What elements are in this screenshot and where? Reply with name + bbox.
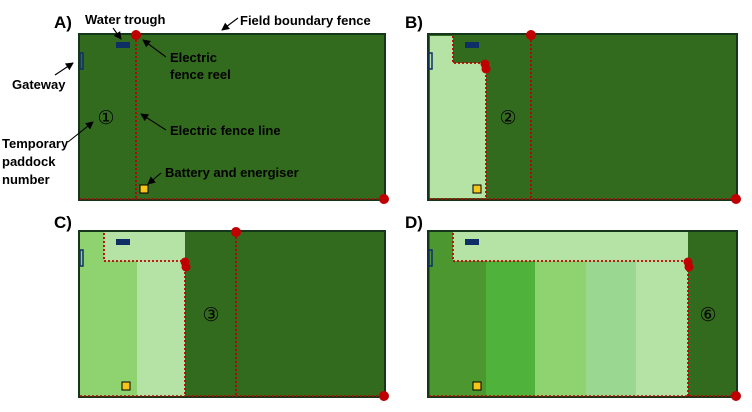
back-fence-c bbox=[103, 233, 186, 396]
water-trough-a bbox=[116, 42, 130, 48]
panel-a: A) ① Water trough Field boundary fence E… bbox=[2, 12, 389, 204]
fence-reel-a bbox=[131, 30, 141, 40]
gateway-c bbox=[79, 249, 84, 267]
water-trough-label: Water trough bbox=[85, 12, 165, 27]
electric-fence-reel-label-line2: fence reel bbox=[170, 67, 231, 82]
battery-energiser-label: Battery and energiser bbox=[165, 165, 299, 180]
paddock-number-c: ③ bbox=[202, 304, 219, 326]
corner-post-b bbox=[731, 194, 741, 204]
regrowth-strip-d-3 bbox=[535, 261, 586, 396]
corner-post-d bbox=[731, 391, 741, 401]
paddock-number-a: ① bbox=[97, 107, 114, 129]
gateway-d bbox=[428, 249, 433, 267]
battery-energiser-c bbox=[121, 381, 131, 391]
electric-fence-line-arrow bbox=[140, 113, 167, 131]
gateway-a bbox=[79, 52, 84, 70]
regrowth-strip-d-4 bbox=[586, 261, 636, 396]
water-trough-b bbox=[465, 42, 479, 48]
battery-energiser-d bbox=[472, 381, 482, 391]
regrowth-strip-d-2 bbox=[486, 261, 535, 396]
paddock-number-d: ⑥ bbox=[699, 304, 716, 326]
temporary-paddock-arrow bbox=[67, 121, 94, 143]
panel-c: C) ③ bbox=[54, 213, 389, 401]
fence-reel-b bbox=[526, 30, 536, 40]
gateway-b bbox=[428, 52, 433, 70]
water-trough-d bbox=[465, 239, 479, 245]
electric-fence-reel-label-line1: Electric bbox=[170, 50, 217, 65]
electric-fence-reel-arrow bbox=[142, 39, 167, 58]
electric-fence-line-label: Electric fence line bbox=[170, 123, 281, 138]
grazed-area-b bbox=[430, 36, 486, 198]
temporary-paddock-label-line1: Temporary bbox=[2, 136, 69, 151]
temporary-paddock-label-line3: number bbox=[2, 172, 50, 187]
battery-energiser-b bbox=[472, 184, 482, 194]
grazed-area-c bbox=[104, 232, 185, 396]
corner-post-a bbox=[379, 194, 389, 204]
reel-stack-b-2 bbox=[481, 64, 491, 74]
field-a bbox=[78, 33, 386, 201]
field-boundary-fence-label: Field boundary fence bbox=[240, 13, 371, 28]
temporary-paddock-label-line2: paddock bbox=[2, 154, 56, 169]
fence-reel-c bbox=[231, 227, 241, 237]
gateway-arrow bbox=[54, 62, 74, 76]
water-trough-arrow bbox=[112, 27, 122, 40]
field-boundary-fence-arrow bbox=[221, 17, 239, 31]
panel-d-letter: D) bbox=[405, 213, 423, 232]
reel-stack-d-2 bbox=[684, 262, 694, 272]
paddock-number-b: ② bbox=[499, 107, 516, 129]
panel-b-letter: B) bbox=[405, 13, 423, 32]
panel-b: B) ② bbox=[405, 13, 741, 204]
gateway-label: Gateway bbox=[12, 77, 66, 92]
battery-energiser-arrow bbox=[147, 172, 162, 185]
back-fence-d bbox=[452, 233, 689, 396]
corner-post-c bbox=[379, 391, 389, 401]
grazed-area-d bbox=[453, 232, 688, 396]
field-b bbox=[427, 33, 738, 201]
water-trough-c bbox=[116, 239, 130, 245]
panel-d: D) ⑥ bbox=[405, 213, 741, 401]
reel-stack-c-2 bbox=[181, 262, 191, 272]
battery-energiser-a bbox=[139, 184, 149, 194]
back-fence-b bbox=[452, 36, 487, 198]
panel-a-letter: A) bbox=[54, 13, 72, 32]
panel-c-letter: C) bbox=[54, 213, 72, 232]
